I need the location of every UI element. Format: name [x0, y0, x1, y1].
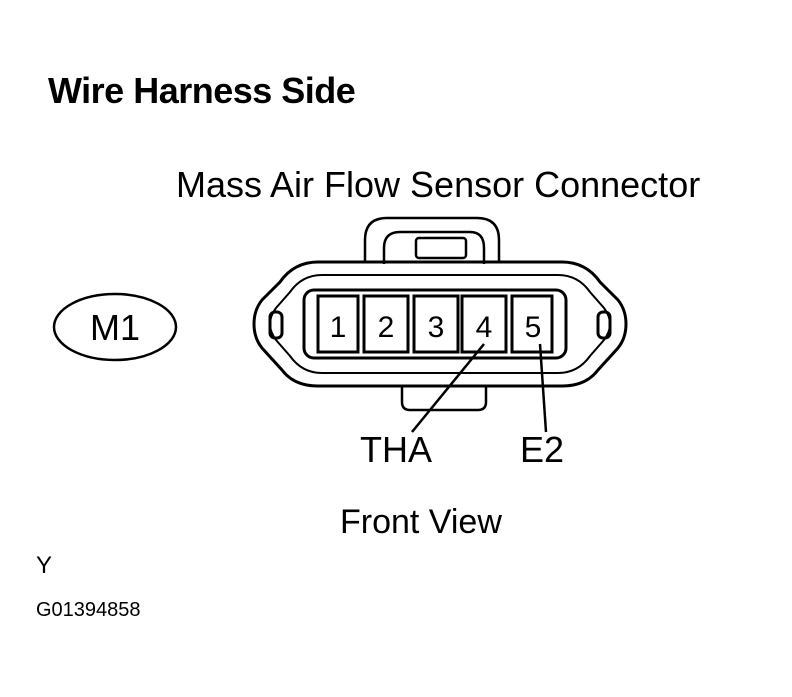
pin-cavity-3 — [412, 294, 460, 354]
connector-code-ellipse — [52, 292, 178, 362]
page-title: Wire Harness Side — [48, 70, 356, 111]
connector-housing — [252, 260, 628, 412]
callout-leader-tha — [411, 343, 485, 433]
view-label: Front View — [340, 503, 502, 541]
connector-code-badge: M1 — [52, 292, 178, 362]
housing-outline — [252, 260, 628, 388]
pin-number: 1 — [330, 311, 347, 344]
pin-cavity-2 — [362, 294, 410, 354]
pin-number: 5 — [525, 311, 542, 344]
pin-block-outline — [302, 288, 568, 360]
latch-outer — [363, 216, 501, 262]
connector-latch — [363, 216, 501, 264]
left-key — [268, 310, 284, 340]
latch-tab — [414, 236, 468, 260]
pin-cavity-1 — [316, 294, 360, 354]
pin-number: 3 — [428, 311, 445, 344]
callout-label-e2: E2 — [520, 429, 564, 470]
figure-id: G01394858 — [36, 599, 141, 621]
pin-cavity-5 — [510, 294, 554, 354]
pin-block — [302, 288, 568, 360]
pin-cavity-4 — [460, 294, 508, 354]
connector-title: Mass Air Flow Sensor Connector — [176, 164, 701, 205]
pin-number: 2 — [378, 311, 395, 344]
bottom-tab — [400, 386, 488, 412]
right-key — [596, 310, 612, 340]
latch-inner — [382, 230, 486, 264]
callout-label-tha: THA — [360, 429, 432, 470]
pin-number: 4 — [476, 311, 493, 344]
connector-code-label: M1 — [90, 307, 140, 348]
callout-leader-e2 — [538, 343, 548, 433]
footer-letter: Y — [36, 552, 53, 579]
